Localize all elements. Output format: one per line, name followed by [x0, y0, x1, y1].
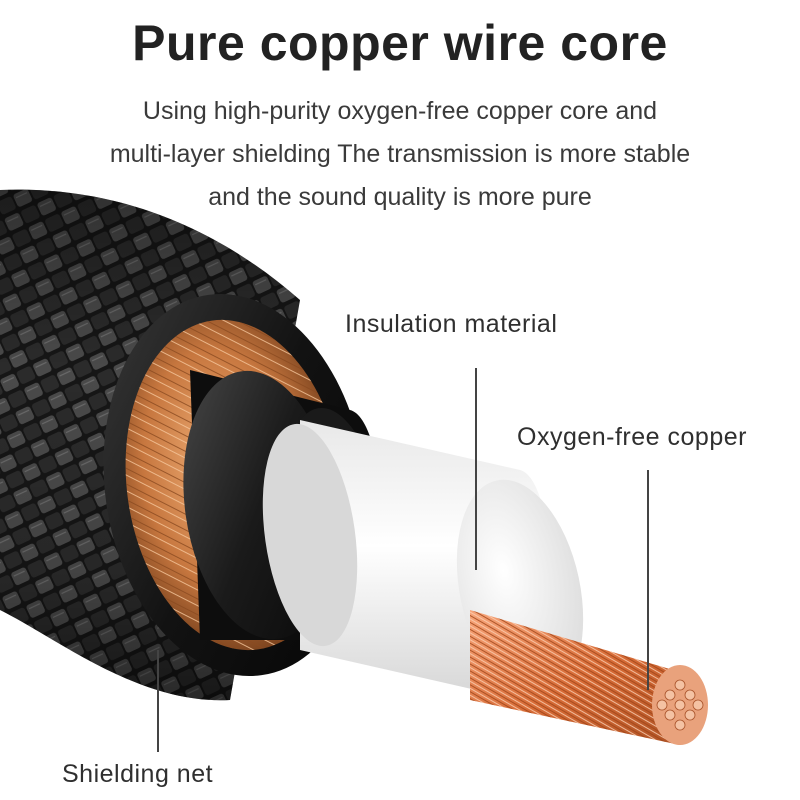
description-line-3: and the sound quality is more pure: [208, 183, 592, 211]
headline: Pure copper wire core: [132, 15, 668, 71]
shielding-label: Shielding net: [62, 760, 214, 788]
description-line-1: Using high-purity oxygen-free copper cor…: [142, 97, 658, 125]
copper-label: Oxygen-free copper: [517, 423, 747, 451]
insulation-label: Insulation material: [345, 310, 558, 338]
description: Using high-purity oxygen-free copper cor…: [40, 90, 760, 219]
description-line-2: multi-layer shielding The transmission i…: [109, 140, 691, 168]
